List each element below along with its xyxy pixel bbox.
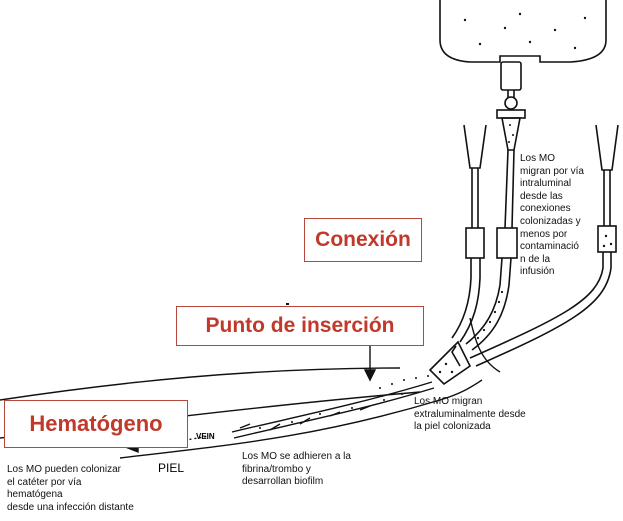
left-line-icon — [451, 124, 487, 343]
extraluminal-path — [379, 375, 429, 389]
tick-mark — [286, 303, 289, 305]
biofilm-note: Los MO se adhieren a la fibrina/trombo y… — [242, 451, 351, 488]
drip-chamber-icon — [496, 61, 526, 151]
insertion-arrow-icon — [363, 342, 377, 382]
catheter-hub-icon — [428, 340, 472, 386]
vein-label: VEIN — [196, 432, 215, 441]
middle-line-icon — [465, 149, 518, 351]
catheter-body-icon — [231, 381, 435, 439]
piel-label: PIEL — [158, 461, 185, 475]
conexion-label: Conexión — [304, 218, 422, 262]
extraluminal-note: Los MO migran extraluminalmente desde la… — [414, 396, 526, 433]
right-line-icon — [469, 124, 619, 367]
punto-insercion-label: Punto de inserción — [176, 306, 424, 346]
intraluminal-note: Los MO migran por vía intraluminal desde… — [520, 153, 584, 278]
hematogena-note: Los MO pueden colonizar el catéter por v… — [7, 464, 134, 513]
hematogeno-label: Hematógeno — [4, 400, 188, 448]
infusion-bag-icon — [439, 0, 607, 63]
